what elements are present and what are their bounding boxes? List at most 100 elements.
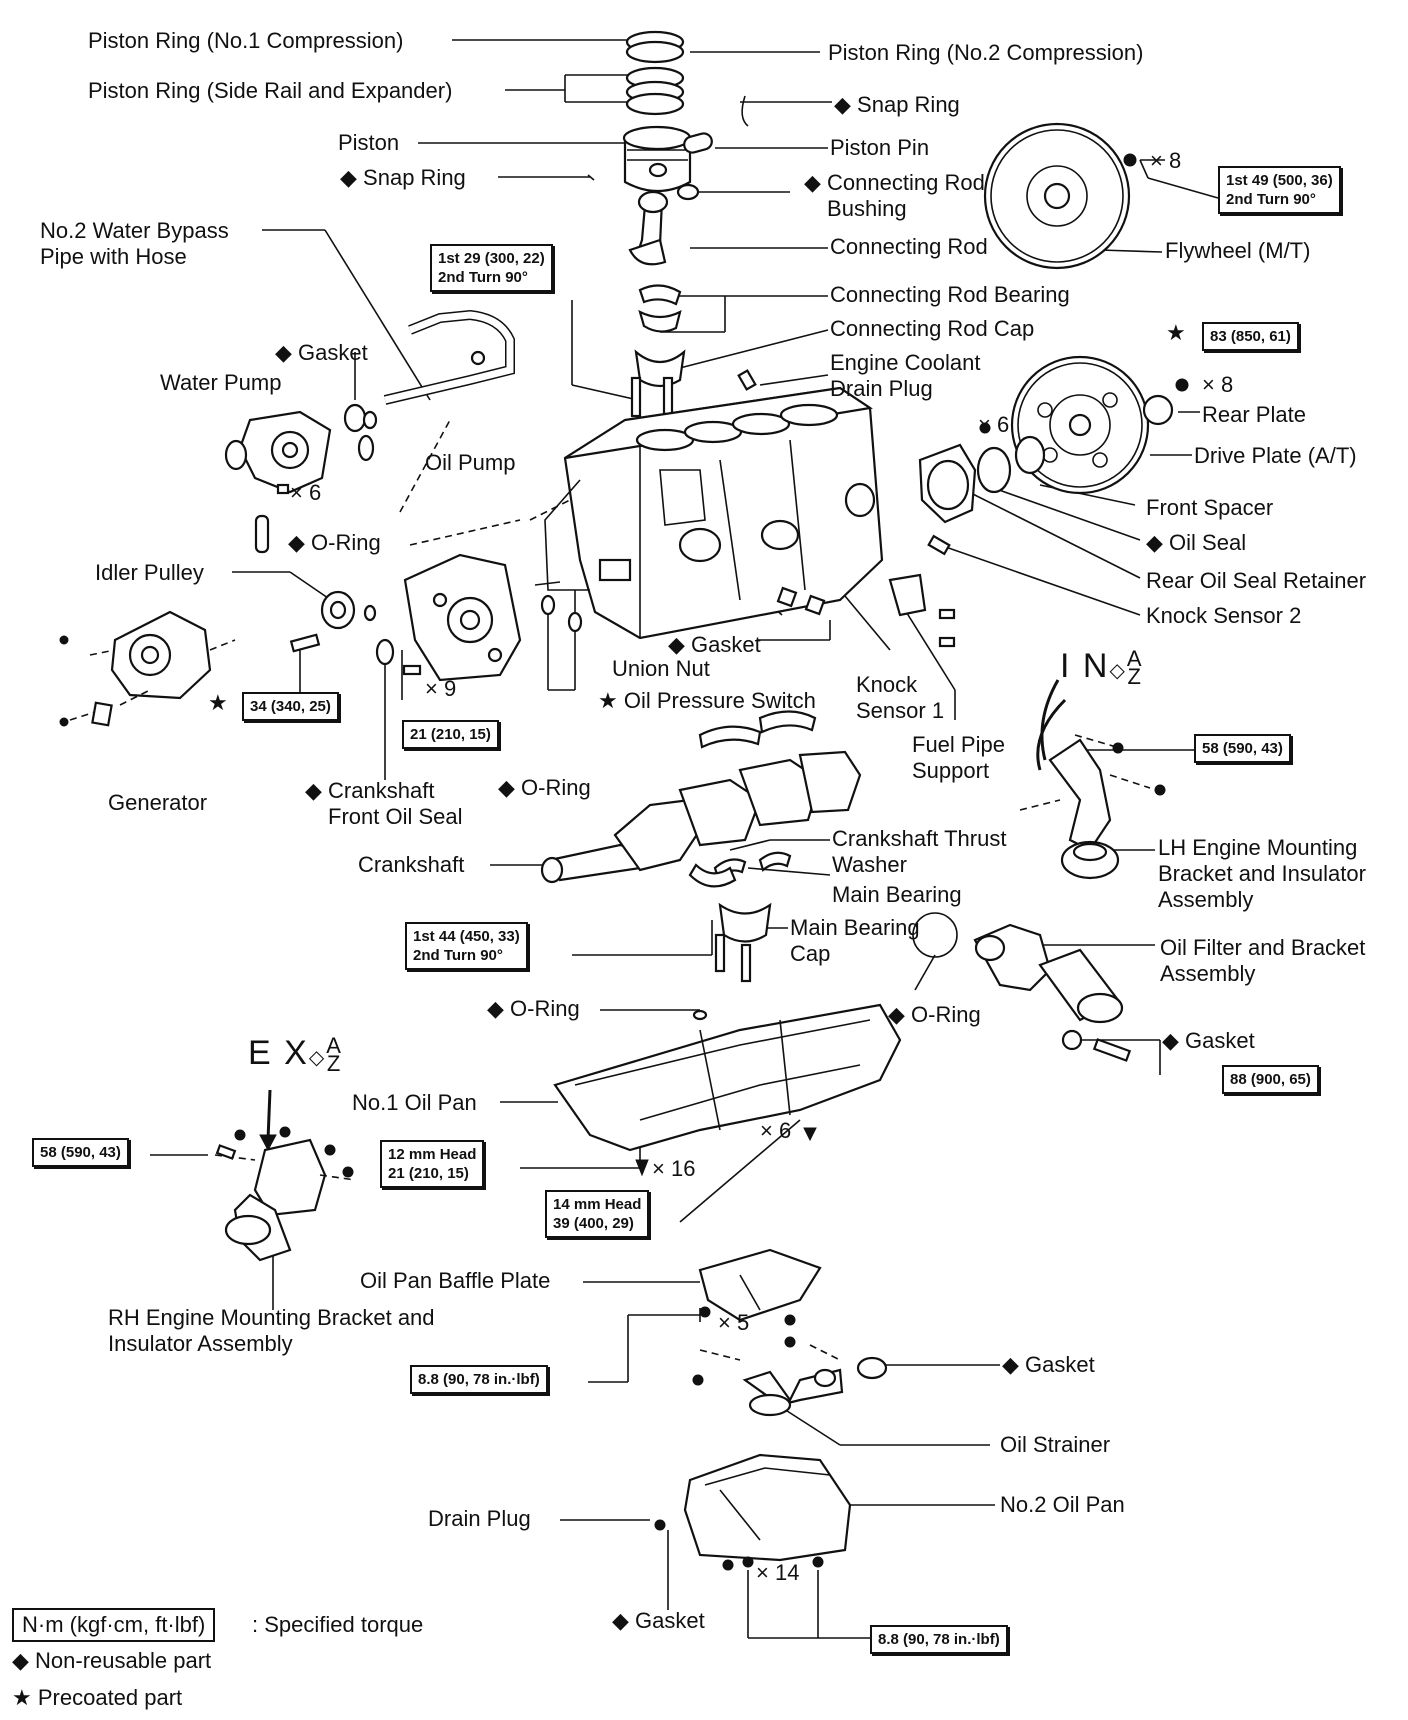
non-reusable-icon: ◆ [1162,1028,1179,1053]
label-connecting-rod-bushing: ◆ Connecting Rod Bushing [804,170,985,221]
precoated-icon: ★ [12,1685,32,1710]
non-reusable-icon: ◆ [12,1648,29,1673]
count-rear-plate: × 8 [1202,372,1234,397]
drive-plate-illustration [1010,355,1189,495]
torque-box-oil-pump: 21 (210, 15) [402,720,499,749]
label-gasket-strainer: ◆ Gasket [1002,1352,1095,1377]
label-no2-oil-pan: No.2 Oil Pan [1000,1492,1125,1517]
torque-box-oil-filter: 88 (900, 65) [1222,1065,1319,1094]
torque-box-main-cap: 1st 44 (450, 33)2nd Turn 90° [405,922,528,970]
torque-box-rear-plate: 83 (850, 61) [1202,322,1299,351]
label-crankshaft-thrust-washer: Crankshaft Thrust Washer [832,826,1007,877]
non-reusable-icon: ◆ [288,530,305,555]
label-piston-ring-no2: Piston Ring (No.2 Compression) [828,40,1144,65]
label-oil-pan-baffle-plate: Oil Pan Baffle Plate [360,1268,551,1293]
non-reusable-icon: ◆ [340,165,357,190]
label-oil-strainer: Oil Strainer [1000,1432,1111,1457]
precoated-icon: ★ [598,688,618,713]
connecting-rod-illustration [628,183,757,418]
legend-torque-desc: : Specified torque [252,1612,424,1637]
label-main-bearing: Main Bearing [832,882,962,907]
oil-filter-illustration [912,912,1132,1062]
label-no1-oil-pan: No.1 Oil Pan [352,1090,477,1115]
label-gasket-union: ◆ Gasket [668,632,761,657]
no2-oil-pan-illustration [654,1453,852,1571]
label-piston: Piston [338,130,400,155]
legend-torque-box: N·m (kgf·cm, ft·lbf) [12,1608,216,1642]
torque-box-rh-mount: 58 (590, 43) [32,1138,129,1167]
non-reusable-icon: ◆ [834,92,851,117]
count-retainer: × 6 [978,412,1010,437]
count-no2-pan: × 14 [756,1560,800,1585]
non-reusable-icon: ◆ [305,778,322,803]
label-rh-engine-mount: RH Engine Mounting Bracket and Insulator… [108,1305,435,1356]
oil-strainer-illustration [692,1344,888,1417]
non-reusable-icon: ◆ [1002,1352,1019,1377]
torque-box-lh-mount: 58 (590, 43) [1194,734,1291,763]
label-oil-seal: ◆ Oil Seal [1146,530,1247,555]
label-oil-pressure-switch: ★ Oil Pressure Switch [598,688,816,713]
label-water-pump: Water Pump [160,370,282,395]
label-piston-pin: Piston Pin [830,135,930,160]
label-piston-ring-side-rail: Piston Ring (Side Rail and Expander) [88,78,453,103]
label-piston-ring-no1: Piston Ring (No.1 Compression) [88,28,404,53]
label-oil-pump: Oil Pump [425,450,516,475]
count-pan-12mm: × 16 [652,1156,696,1181]
generator-illustration [59,610,236,727]
direction-arrow-icon: ◇ [1109,660,1127,682]
label-lh-engine-mount: LH Engine Mounting Bracket and Insulator… [1158,835,1366,912]
label-gasket-drain: ◆ Gasket [612,1608,705,1633]
label-knock-sensor-1: Knock Sensor 1 [856,672,945,723]
label-knock-sensor-2: Knock Sensor 2 [1146,603,1302,628]
label-drain-plug: Drain Plug [428,1506,531,1531]
label-main-bearing-cap: Main Bearing Cap [790,915,920,966]
label-o-ring-pan: ◆ O-Ring [487,996,580,1021]
rh-engine-mount-illustration [214,1089,356,1262]
non-reusable-icon: ◆ [487,996,504,1021]
non-reusable-icon: ◆ [1146,530,1163,555]
label-gasket-water: ◆ Gasket [275,340,368,365]
label-union-nut: Union Nut [612,656,710,681]
torque-box-flywheel: 1st 49 (500, 36)2nd Turn 90° [1218,166,1341,214]
label-drive-plate: Drive Plate (A/T) [1194,443,1357,468]
lh-engine-mount-illustration [1019,698,1166,880]
count-pan-14mm: × 6 [760,1118,792,1143]
legend-non-reusable: ◆ Non-reusable part [12,1648,212,1673]
count-flywheel: × 8 [1150,148,1182,173]
non-reusable-icon: ◆ [804,170,821,195]
torque-box-no2-pan: 8.8 (90, 78 in.·lbf) [870,1625,1008,1654]
non-reusable-icon: ◆ [275,340,292,365]
label-o-ring-filter: ◆ O-Ring [888,1002,981,1027]
oil-pan-baffle-plate-illustration [698,1248,822,1348]
rear-oil-seal-retainer-illustration [918,422,1046,556]
label-crankshaft: Crankshaft [358,852,465,877]
piston-illustration [622,125,692,192]
label-gasket-filter: ◆ Gasket [1162,1028,1255,1053]
non-reusable-icon: ◆ [668,632,685,657]
torque-box-conrod: 1st 29 (300, 22)2nd Turn 90° [430,244,553,292]
label-snap-ring-left: ◆ Snap Ring [340,165,466,190]
label-rear-oil-seal-retainer: Rear Oil Seal Retainer [1146,568,1367,593]
water-pump-illustration [224,403,378,554]
count-oil-pump: × 9 [425,676,457,701]
legend-precoated: ★ Precoated part [12,1685,183,1710]
flywheel-illustration [983,122,1137,270]
label-flywheel: Flywheel (M/T) [1165,238,1311,263]
count-water-pump: × 6 [290,480,322,505]
label-connecting-rod-bearing: Connecting Rod Bearing [830,282,1070,307]
crankshaft-illustration [540,710,862,888]
label-generator: Generator [108,790,208,815]
main-bearing-cap-illustration [714,902,772,983]
label-water-bypass-pipe: No.2 Water Bypass Pipe with Hose [40,218,229,269]
label-engine-coolant-drain-plug: Engine Coolant Drain Plug [830,350,981,401]
non-reusable-icon: ◆ [888,1002,905,1027]
fuel-pipe-support-illustration [888,573,956,648]
no1-oil-pan-illustration [553,1003,902,1177]
piston-rings-illustration [625,30,685,116]
water-bypass-pipe-illustration [383,309,515,405]
